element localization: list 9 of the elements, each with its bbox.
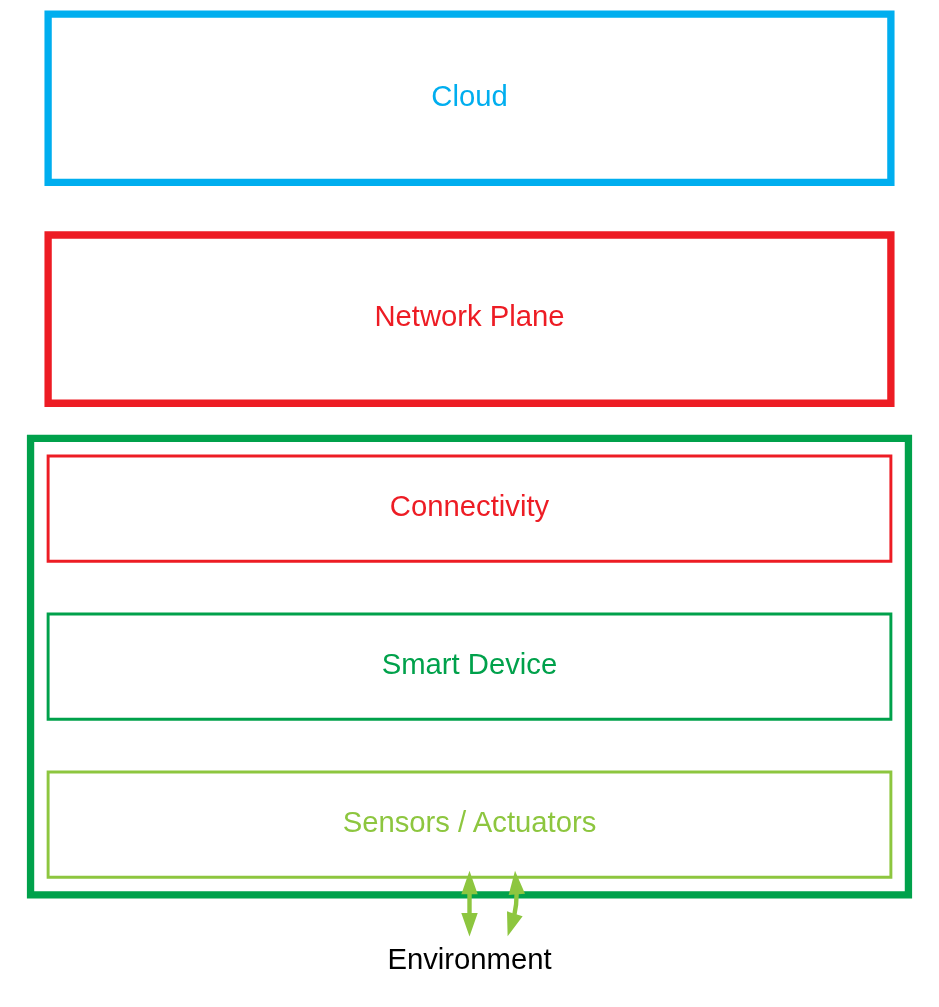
node-box: Cloud	[44, 10, 895, 186]
arrow	[461, 870, 478, 937]
node-box: Connectivity	[46, 454, 893, 563]
node-text: Environment	[387, 942, 552, 975]
node-box: Network Plane	[44, 231, 895, 407]
node-box: Smart Device	[46, 612, 893, 721]
cluster	[26, 434, 913, 899]
node-box: Sensors / Actuators	[46, 770, 893, 879]
arrow	[507, 870, 526, 937]
